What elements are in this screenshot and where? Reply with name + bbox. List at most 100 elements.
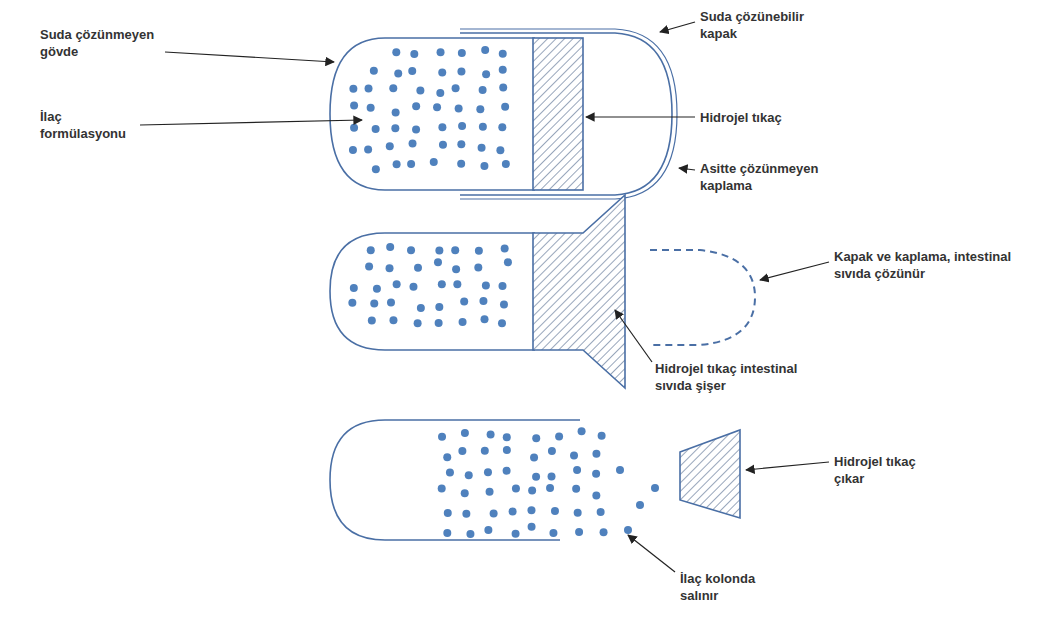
- drug-particle: [600, 528, 608, 536]
- leader-line: [140, 120, 362, 125]
- drug-particle: [481, 447, 489, 455]
- drug-particle: [373, 285, 381, 293]
- drug-particle: [578, 427, 586, 435]
- drug-particle: [570, 451, 578, 459]
- drug-particle: [350, 101, 358, 109]
- drug-particle: [409, 283, 417, 291]
- drug-particle: [443, 453, 451, 461]
- drug-particle: [435, 246, 443, 254]
- capsule-body: [330, 233, 535, 350]
- callout-label: Suda çözünmeyen gövde: [40, 26, 165, 60]
- drug-particle: [532, 473, 540, 481]
- drug-particle: [551, 507, 559, 515]
- hydrogel-plug: [533, 38, 583, 190]
- drug-particle: [462, 510, 470, 518]
- drug-particle: [370, 67, 378, 75]
- drug-particle: [372, 165, 380, 173]
- drug-particle: [636, 501, 644, 509]
- drug-particle: [548, 447, 556, 455]
- drug-particle: [476, 105, 484, 113]
- drug-particle: [452, 84, 460, 92]
- drug-particle: [438, 433, 446, 441]
- drug-particle: [430, 158, 438, 166]
- callout-label: Suda çözünebilir kapak: [700, 8, 820, 42]
- drug-particle: [532, 434, 540, 442]
- drug-particle: [597, 508, 605, 516]
- drug-particle: [392, 48, 400, 56]
- drug-particle: [499, 282, 507, 290]
- drug-particle: [437, 48, 445, 56]
- drug-particle: [501, 244, 509, 252]
- drug-particle: [412, 102, 420, 110]
- leader-line: [586, 116, 695, 117]
- drug-particle: [438, 69, 446, 77]
- drug-particle: [438, 123, 446, 131]
- drug-particle: [509, 508, 517, 516]
- drug-particle: [389, 84, 397, 92]
- drug-particle: [438, 485, 446, 493]
- drug-particle: [499, 84, 507, 92]
- swollen-plug: [533, 195, 625, 388]
- drug-particle: [481, 46, 489, 54]
- drug-particle: [439, 141, 447, 149]
- drug-particle: [574, 509, 582, 517]
- drug-particle: [407, 246, 415, 254]
- drug-particle: [474, 264, 482, 272]
- drug-particle: [367, 246, 375, 254]
- drug-particle: [348, 299, 356, 307]
- drug-particle: [459, 318, 467, 326]
- drug-particle: [417, 304, 425, 312]
- drug-particle: [410, 50, 418, 58]
- empty-capsule-body: [330, 420, 580, 540]
- callout-label: Hidrojel tıkaç: [700, 109, 840, 126]
- drug-particle: [370, 299, 378, 307]
- leader-line: [679, 168, 695, 170]
- drug-particle: [592, 491, 600, 499]
- drug-particle: [394, 69, 402, 77]
- drug-particle: [389, 316, 397, 324]
- drug-particle: [498, 123, 506, 131]
- dissolving-cap: [650, 250, 755, 345]
- drug-particle: [435, 319, 443, 327]
- drug-particle: [498, 319, 506, 327]
- leader-line: [628, 535, 675, 572]
- enteric-coating: [460, 29, 677, 199]
- drug-particle: [592, 450, 600, 458]
- drug-particle: [481, 315, 489, 323]
- drug-particle: [482, 281, 490, 289]
- drug-particle: [500, 300, 508, 308]
- drug-particle: [393, 160, 401, 168]
- drug-particle: [365, 263, 373, 271]
- drug-particle: [598, 432, 606, 440]
- drug-particle: [503, 467, 511, 475]
- drug-particle: [414, 264, 422, 272]
- drug-particle: [548, 472, 556, 480]
- drug-particle: [512, 485, 520, 493]
- drug-particle: [592, 470, 600, 478]
- drug-particle: [480, 162, 488, 170]
- drug-particle: [461, 489, 469, 497]
- drug-particle: [503, 433, 511, 441]
- drug-particle: [455, 104, 463, 112]
- drug-particle: [499, 66, 507, 74]
- drug-particle: [624, 526, 632, 534]
- drug-particle: [479, 86, 487, 94]
- drug-particle: [549, 529, 557, 537]
- drug-particle: [444, 509, 452, 517]
- drug-particle: [365, 84, 373, 92]
- drug-particle: [349, 146, 357, 154]
- drug-particle: [572, 485, 580, 493]
- callout-label: Kapak ve kaplama, intestinal sıvıda çözü…: [834, 248, 1014, 282]
- drug-particle: [408, 67, 416, 75]
- drug-particle: [479, 297, 487, 305]
- drug-particle: [501, 103, 509, 111]
- drug-particle: [412, 126, 420, 134]
- drug-particle: [482, 70, 490, 78]
- drug-particle: [499, 50, 507, 58]
- drug-particle: [457, 140, 465, 148]
- drug-particle: [458, 447, 466, 455]
- drug-particle: [350, 284, 358, 292]
- drug-particle: [372, 125, 380, 133]
